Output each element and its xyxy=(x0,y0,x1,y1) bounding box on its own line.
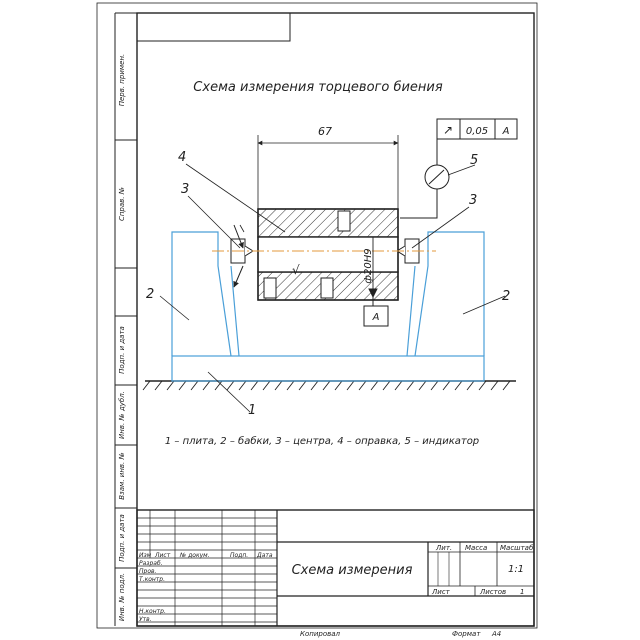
callout-center-left: 3 xyxy=(181,182,189,197)
tb-drawing-name: Схема измерения xyxy=(292,563,413,578)
mandrel xyxy=(257,208,399,301)
side-label-sign-date-2: Подп. и дата xyxy=(118,514,126,562)
tb-right-labels: Лит. Масса Масштаб Лист Листов 1 xyxy=(431,544,534,596)
side-label-orig-inv: Инв. № подл. xyxy=(118,573,126,621)
callout-mandrel: 4 xyxy=(178,150,186,165)
title-block-grid xyxy=(136,509,535,627)
tb-role-developer: Разраб. xyxy=(139,560,163,567)
callout-headstock-right: 2 xyxy=(502,289,510,304)
title-block-text: Изм Лист № докум. Подп. Дата Разраб. Про… xyxy=(139,552,273,623)
footer-format: Формат xyxy=(452,630,481,638)
legend-text: 1 – плита, 2 – бабки, 3 – центра, 4 – оп… xyxy=(165,435,479,447)
drawing-title: Схема измерения торцевого биения xyxy=(193,80,443,95)
side-label-first-use: Перв. примен. xyxy=(118,54,126,107)
tb-scale-value: 1:1 xyxy=(508,564,524,575)
datum-label: А xyxy=(372,312,380,323)
side-label-ref-number: Справ. № xyxy=(118,187,126,221)
side-label-dup-inv: Инв. № дубл. xyxy=(118,391,126,439)
tolerance-frame xyxy=(400,118,518,219)
tb-sheets-value: 1 xyxy=(520,588,524,596)
tb-role-checker: Пров. xyxy=(139,568,157,575)
tb-header-sign: Подп. xyxy=(230,552,248,559)
tb-lit-label: Лит. xyxy=(435,544,452,552)
tb-sheets-label: Листов xyxy=(479,588,506,596)
roughness-mark: √ xyxy=(292,263,300,277)
tb-role-norm-control: Н.контр. xyxy=(139,608,166,615)
callout-headstock-left: 2 xyxy=(146,287,154,302)
tb-scale-label: Масштаб xyxy=(500,544,534,552)
tb-header-date: Дата xyxy=(256,552,273,559)
tolerance-datum: A xyxy=(502,126,510,137)
tb-role-tech-control: Т.контр. xyxy=(139,576,165,583)
callout-center-right: 3 xyxy=(469,193,477,208)
callout-indicator: 5 xyxy=(470,153,478,168)
tolerance-symbol: ↗ xyxy=(443,123,453,137)
tb-header-izm: Изм xyxy=(139,552,152,559)
dimension-length: 67 xyxy=(318,125,332,138)
footer: Копировал Формат А4 xyxy=(300,630,501,638)
leader-lines xyxy=(159,163,506,413)
callout-plate: 1 xyxy=(248,403,256,418)
footer-copied: Копировал xyxy=(300,630,341,638)
tb-header-list: Лист xyxy=(154,552,171,559)
tb-sheet-label: Лист xyxy=(431,588,451,596)
indicator-gauge xyxy=(424,164,450,190)
tb-header-doc: № докум. xyxy=(179,552,210,559)
tolerance-value: 0,05 xyxy=(466,126,488,137)
dimension-67 xyxy=(257,135,399,209)
headstocks xyxy=(171,231,485,382)
callouts: 1 2 2 3 3 4 5 xyxy=(146,150,510,418)
rotation-arrows xyxy=(233,224,244,288)
tb-role-approver: Утв. xyxy=(139,616,152,623)
diameter-dimension xyxy=(368,237,378,299)
tb-mass-label: Масса xyxy=(465,544,487,552)
diameter-label: ф20Н9 xyxy=(363,248,374,283)
side-label-sign-date-1: Подп. и дата xyxy=(118,326,126,374)
side-labels: Перв. примен. Справ. № Подп. и дата Инв.… xyxy=(118,54,126,621)
datum-box xyxy=(363,297,389,327)
side-label-replace-inv: Взам. инв. № xyxy=(118,452,126,500)
base-plate xyxy=(142,380,516,391)
footer-format-value: А4 xyxy=(491,630,501,638)
